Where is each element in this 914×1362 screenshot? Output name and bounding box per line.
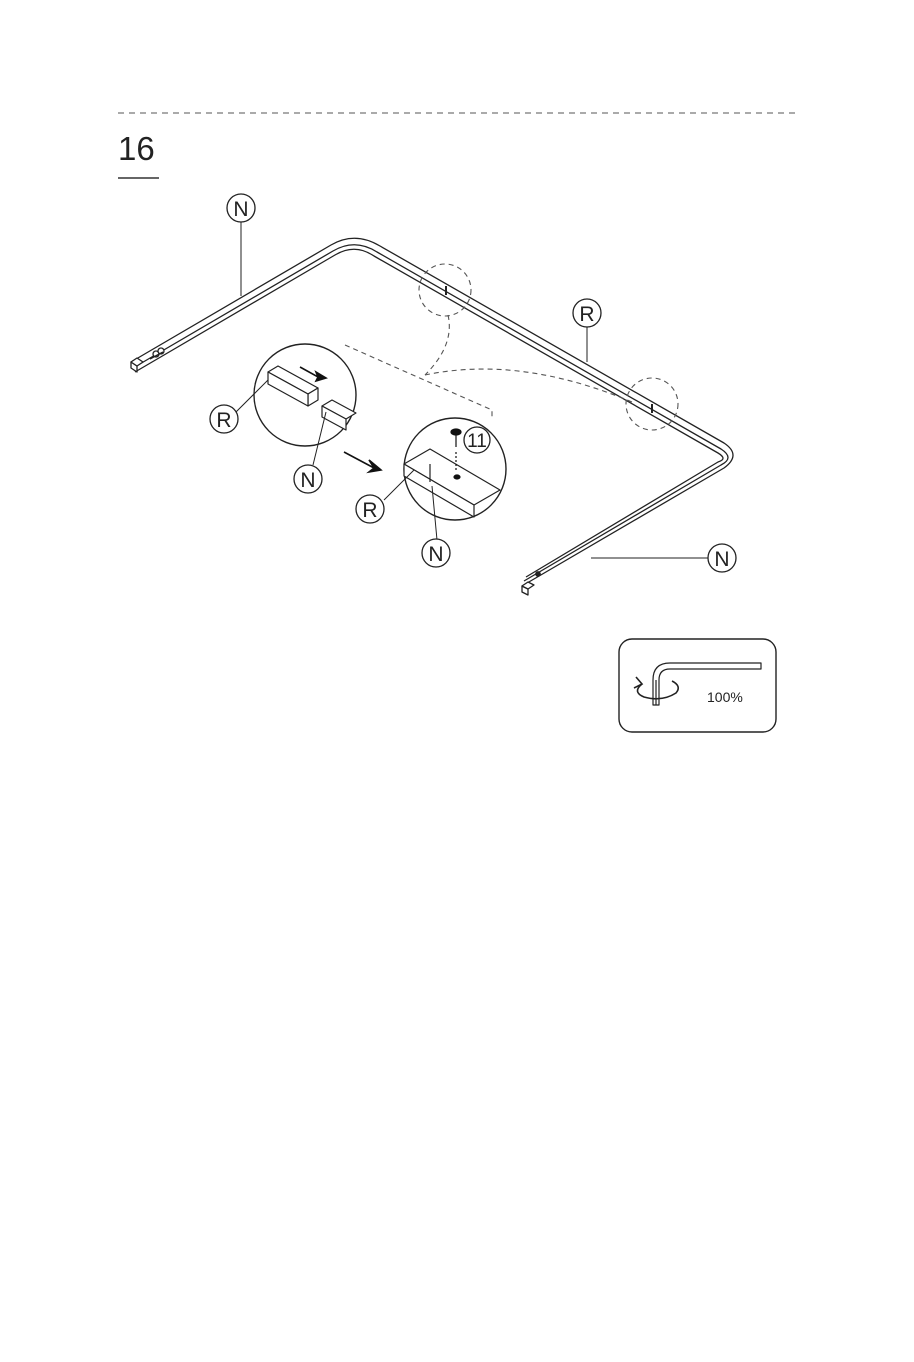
part-label-detail1-upper: R — [210, 405, 238, 433]
svg-text:N: N — [428, 543, 443, 566]
svg-text:N: N — [714, 548, 729, 571]
joint-highlight-circles — [345, 264, 678, 430]
part-label-detail2-lower: N — [422, 539, 450, 567]
part-label-top-left: N — [227, 194, 255, 222]
detail-circle-1 — [254, 344, 356, 446]
svg-text:R: R — [579, 303, 594, 326]
step-number: 16 — [118, 130, 155, 167]
part-label-detail2-upper: R — [356, 495, 384, 523]
svg-text:N: N — [300, 469, 315, 492]
tool-box: 100% — [619, 639, 776, 732]
part-label-bottom-right: N — [708, 544, 736, 572]
part-label-right-rail: R — [573, 299, 601, 327]
svg-text:R: R — [216, 409, 231, 432]
svg-text:N: N — [233, 198, 248, 221]
svg-text:R: R — [362, 499, 377, 522]
svg-text:11: 11 — [467, 431, 487, 452]
part-label-screw: 11 — [464, 427, 490, 453]
torque-value: 100% — [707, 689, 743, 705]
part-label-detail1-lower: N — [294, 465, 322, 493]
direction-arrow-icon — [344, 452, 381, 472]
